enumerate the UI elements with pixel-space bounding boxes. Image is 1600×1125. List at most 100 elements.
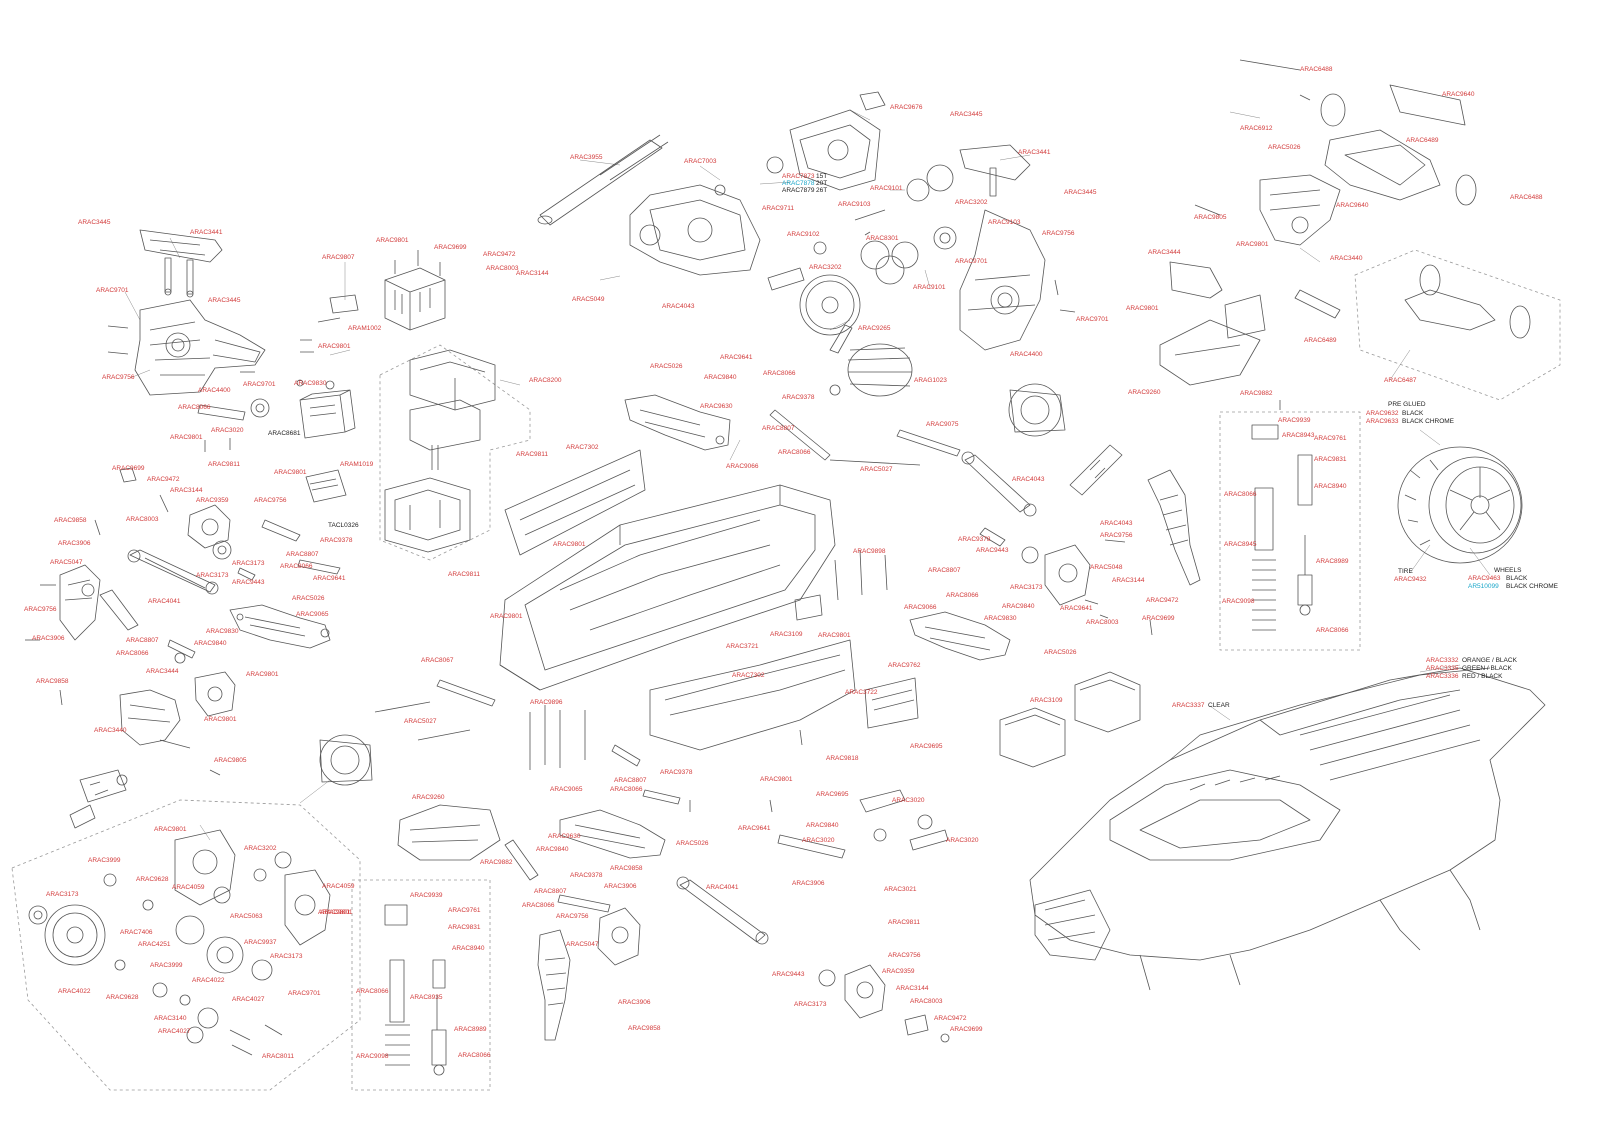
part-label: ARAC6488 [1510,194,1543,201]
part-label: ARAC3440 [94,727,127,734]
part-label: ARAC3173 [794,1001,827,1008]
body-red-black-note: RED / BLACK [1462,673,1503,680]
part-label: ARAC6487 [1384,377,1417,384]
part-label: ARAC9811 [448,571,481,578]
rear-left-driveshaft [676,876,769,945]
part-label: ARAC3721 [726,643,759,650]
part-label: ARAC5048 [1090,564,1123,571]
part-label: ARAC9695 [816,791,849,798]
tooth-20t-note: 20T [816,180,828,187]
center-parts [794,549,919,729]
part-label: ARAC9858 [628,1025,661,1032]
part-label: ARAM1019 [340,461,374,468]
part-label: ARAC3906 [792,880,825,887]
part-label: ARAC9801 [1236,241,1269,248]
part-label: ARAC3440 [1330,255,1363,262]
tire-black-chrome-note: BLACK CHROME [1402,418,1455,425]
part-label: ARAC9676 [890,104,923,111]
part-label: ARAC9811 [888,919,921,926]
body-orange-black-note: ORANGE / BLACK [1462,657,1517,664]
part-label: ARAC9641 [738,825,771,832]
part-label: ARAC9065 [550,786,583,793]
part-label: ARAC9628 [106,994,139,1001]
motor [829,324,913,397]
part-label: ARAC9840 [704,374,737,381]
part-label: ARAC5026 [650,363,683,370]
part-label: ARAC3173 [270,953,303,960]
part-label: ARAC5026 [1268,144,1301,151]
part-label: ARAC3445 [1064,189,1097,196]
part-label: ARAC9463 [1468,575,1501,582]
part-label: ARAC8940 [1314,483,1347,490]
tooth-26t-note: 26T [816,187,828,194]
part-label: ARAC9695 [910,743,943,750]
part-label: ARAC9801 [170,434,203,441]
part-label: ARAC9858 [36,678,69,685]
part-label: ARAC9701 [96,287,129,294]
part-label: ARAC7302 [566,444,599,451]
wheels-black-chrome-note: BLACK CHROME [1506,583,1559,590]
part-label: ARAC7873 [782,173,815,180]
servo [296,379,356,439]
part-label: ARAC9882 [480,859,513,866]
dashed-group-outlines [11,249,1561,1091]
part-label: ARAC3906 [32,635,65,642]
part-label: ARAC5047 [50,559,83,566]
part-label: ARAC6912 [1240,125,1273,132]
part-label: ARAC8807 [614,777,647,784]
part-label: ARAC9359 [196,497,229,504]
part-label: ARAC9701 [288,990,321,997]
part-label: ARAC8066 [178,404,211,411]
right-shock-group-parts [1251,424,1313,631]
part-label: ARAC3173 [46,891,79,898]
part-label: ARAC8807 [762,425,795,432]
gear-stack [766,156,957,291]
part-label: ARAC3955 [570,154,603,161]
part-label: ARAC8945 [1224,541,1257,548]
front-skid-plate [397,804,501,861]
part-label: ARAC9260 [1128,389,1161,396]
part-label: ARAC7406 [120,929,153,936]
part-label: ARAC8301 [866,235,899,242]
part-label: ARAC9443 [232,579,265,586]
part-label: ARAC9640 [1442,91,1475,98]
part-label: ARAC9066 [726,463,759,470]
left-front-shock-tower [194,671,236,717]
part-label: ARAC5026 [676,840,709,847]
rear-left-shock [537,929,571,1041]
part-label: ARAC3337 [1172,702,1205,709]
part-label: ARAC9098 [356,1053,389,1060]
part-label: ARAC3020 [211,427,244,434]
part-label: ARAC3445 [950,111,983,118]
part-label: ARAC9632 [1366,410,1399,417]
part-label: ARAC8066 [522,902,555,909]
left-bumper-mount [139,229,223,298]
part-label: ARAC3173 [1010,584,1043,591]
part-label: ARAC3906 [618,999,651,1006]
part-label: ARAC5049 [572,296,605,303]
part-label: ARAC3332 [1426,657,1459,664]
right-shock [1147,469,1201,586]
part-label: ARAC9641 [720,354,753,361]
part-label: ARAC3441 [1018,149,1051,156]
part-label: ARAC9830 [984,615,1017,622]
part-label: ARAC9831 [1314,456,1347,463]
part-label: ARAC8066 [1316,627,1349,634]
tire-black-note: BLACK [1402,410,1424,417]
part-label: ARAC9711 [762,205,795,212]
receiver-switch [300,294,359,353]
part-label: ARAC3173 [232,560,265,567]
part-label: ARAC3109 [770,631,803,638]
part-label: ARAC9801 [818,632,851,639]
left-front-hub-carrier [40,519,101,641]
part-label: ARAC9103 [988,219,1021,226]
rear-arm-group-outline [1354,249,1561,401]
esc [384,250,446,331]
part-label: ARAC8989 [454,1026,487,1033]
part-label: ARAC6488 [1300,66,1333,73]
battery-boxes [999,671,1141,768]
part-label: ARAC9882 [1240,390,1273,397]
part-label: ARAC9265 [858,325,891,332]
part-label: ARAC9699 [112,465,145,472]
truck-body [1029,667,1546,991]
